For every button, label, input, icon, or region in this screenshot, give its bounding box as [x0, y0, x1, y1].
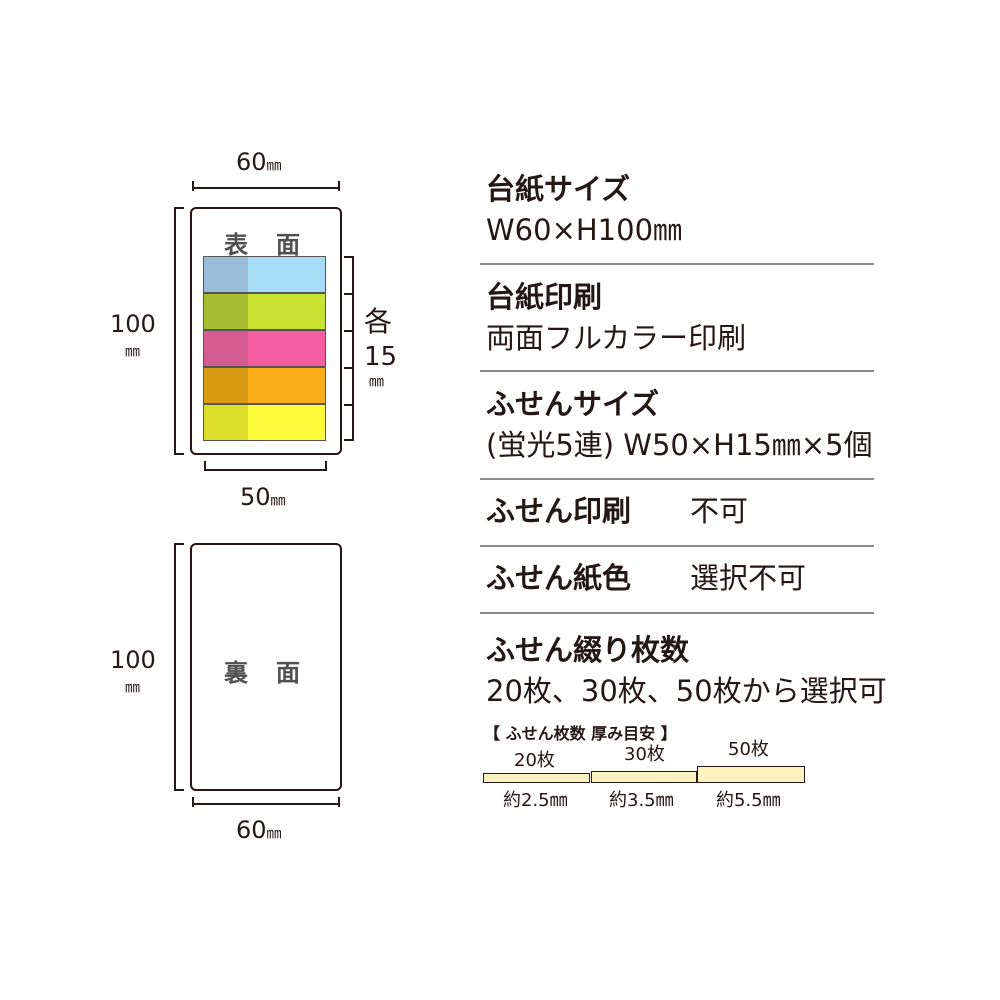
back-width-tick-left: [192, 797, 194, 807]
strip-width-tick-right: [325, 461, 327, 471]
front-height-dimension-line: [174, 207, 176, 455]
front-width-unit: ㎜: [266, 156, 282, 174]
back-width-value: 60: [236, 816, 267, 844]
front-height-tick-top: [174, 207, 184, 209]
strip-tab-pink: [204, 331, 248, 366]
spec-mount-size-title: 台紙サイズ: [486, 172, 631, 206]
back-card: 裏 面: [190, 543, 342, 791]
back-width-unit: ㎜: [266, 824, 282, 842]
strip-each-unit: ㎜: [369, 372, 385, 390]
stack-50-approx: 約5.5㎜: [716, 790, 781, 811]
back-face-label: 裏 面: [224, 659, 302, 687]
stack-20-approx: 約2.5㎜: [503, 790, 568, 811]
stack-20-label: 20枚: [514, 750, 555, 771]
front-height-tick-bottom: [174, 453, 184, 455]
spec-note-size-value: (蛍光5連) W50×H15㎜×5個: [486, 428, 873, 462]
strip-each-tick-2: [344, 293, 354, 295]
strip-tab-green: [204, 294, 248, 329]
strip-tab-yellow: [204, 405, 248, 440]
back-height-unit: ㎜: [125, 678, 141, 696]
sticky-strip-green: [203, 293, 326, 330]
sticky-strip-pink: [203, 330, 326, 367]
strip-tab-blue: [204, 257, 248, 292]
sticky-strip-orange: [203, 367, 326, 404]
spec-mount-print-title: 台紙印刷: [486, 280, 603, 314]
stack-30-approx: 約3.5㎜: [609, 790, 674, 811]
strip-each-dimension-line: [352, 256, 354, 441]
front-face-label: 表 面: [224, 231, 302, 259]
sticky-strip-blue: [203, 256, 326, 293]
spec-note-color-value: 選択不可: [690, 561, 807, 595]
front-height-label: 100: [110, 312, 156, 336]
spec-mount-size-value: W60×H100㎜: [486, 213, 683, 247]
strip-each-tick-3: [344, 330, 354, 332]
stack-50-label: 50枚: [728, 739, 769, 760]
back-height-tick-bottom: [174, 789, 184, 791]
stack-30-sheets: [591, 771, 697, 783]
spec-divider-2: [480, 370, 874, 372]
back-width-dimension-line: [192, 803, 340, 805]
strip-width-label: 50㎜: [240, 485, 286, 509]
spec-note-print-title: ふせん印刷: [486, 494, 632, 528]
front-width-label: 60㎜: [236, 150, 282, 174]
back-height-value: 100: [110, 646, 156, 674]
spec-note-sheets-title: ふせん綴り枚数: [486, 633, 690, 667]
strip-each-tick-1: [344, 256, 354, 258]
spec-divider-1: [480, 263, 874, 265]
strip-width-tick-left: [204, 461, 206, 471]
stack-50-sheets: [697, 766, 805, 783]
spec-note-color-title: ふせん紙色: [486, 561, 632, 595]
strip-each-value: 15: [364, 342, 398, 372]
spec-divider-5: [480, 612, 874, 614]
front-height-value: 100: [110, 310, 156, 338]
back-width-label: 60㎜: [236, 818, 282, 842]
spec-divider-4: [480, 545, 874, 547]
strip-width-dimension-line: [204, 469, 327, 471]
strip-tab-orange: [204, 368, 248, 403]
strip-width-unit: ㎜: [270, 491, 286, 509]
back-height-tick-top: [174, 543, 184, 545]
front-width-dimension-line: [192, 187, 340, 189]
strip-each-tick-4: [344, 367, 354, 369]
back-height-label: 100: [110, 648, 156, 672]
strip-each-prefix: 各: [364, 305, 393, 338]
front-width-value: 60: [236, 148, 267, 176]
sticky-strip-yellow: [203, 404, 326, 441]
strip-each-tick-5: [344, 404, 354, 406]
front-width-tick-right: [338, 181, 340, 191]
spec-note-sheets-value: 20枚、30枚、50枚から選択可: [486, 674, 887, 708]
spec-mount-print-value: 両面フルカラー印刷: [486, 321, 747, 355]
stack-30-label: 30枚: [624, 744, 665, 765]
strip-width-value: 50: [240, 483, 271, 511]
front-width-tick-left: [192, 181, 194, 191]
back-height-dimension-line: [174, 543, 176, 791]
spec-divider-3: [480, 478, 874, 480]
stack-20-sheets: [483, 773, 590, 783]
strip-each-tick-6: [344, 439, 354, 441]
thickness-heading: 【 ふせん枚数 厚み目安 】: [484, 724, 677, 743]
back-width-tick-right: [338, 797, 340, 807]
front-height-unit: ㎜: [125, 342, 141, 360]
spec-note-print-value: 不可: [690, 494, 749, 528]
spec-note-size-title: ふせんサイズ: [486, 387, 660, 421]
